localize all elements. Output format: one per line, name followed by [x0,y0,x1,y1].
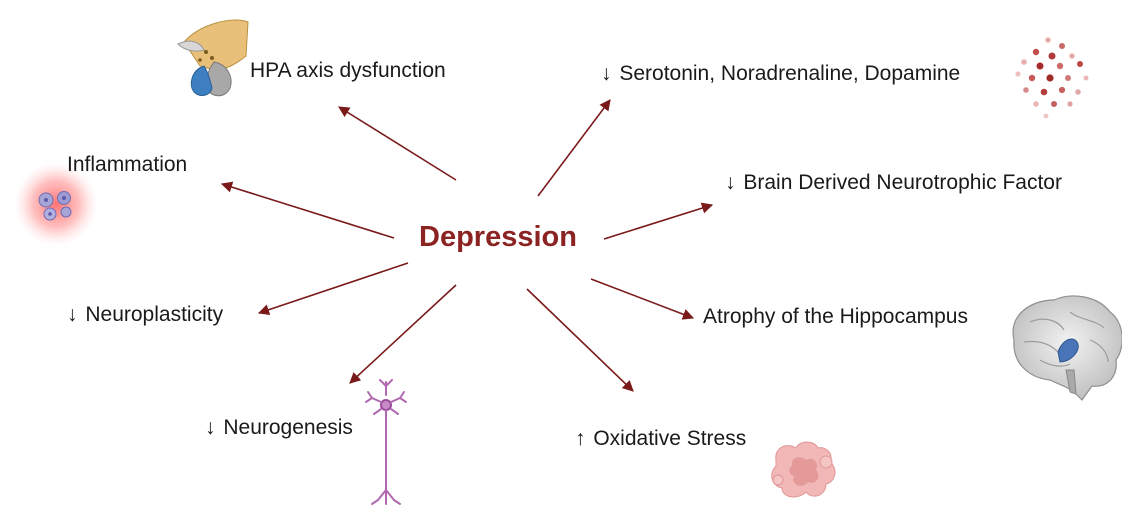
arrow-to-bdnf [604,205,712,239]
down-arrow-icon: ↓ [67,303,78,327]
node-oxidative-stress: ↑ Oxidative Stress [575,427,746,451]
neurotransmitter-dots-icon [1015,37,1088,118]
node-brain-derived-neurotrophic-factor: ↓ Brain Derived Neurotrophic Factor [725,171,1062,195]
arrow-to-inflammation [222,184,394,238]
neuron-icon [366,380,406,504]
down-arrow-icon: ↓ [601,62,612,86]
down-arrow-icon: ↓ [205,416,216,440]
node-label: Neurogenesis [223,416,353,439]
adrenal-gland-icon [178,20,248,96]
arrow-to-oxidative [527,289,633,391]
node-label: Oxidative Stress [593,427,746,450]
node-label: Serotonin, Noradrenaline, Dopamine [619,62,960,85]
node-neuroplasticity: ↓ Neuroplasticity [67,303,223,327]
damaged-cell-icon [772,442,835,497]
brain-hippocampus-icon [1013,296,1122,400]
up-arrow-icon: ↑ [575,427,586,451]
node-atrophy-of-the-hippocampus: Atrophy of the Hippocampus [703,305,968,329]
center-label-depression: Depression [419,221,577,254]
arrow-to-monoamines [538,100,610,196]
node-serotonin-noradrenaline-dopamine: ↓ Serotonin, Noradrenaline, Dopamine [601,62,960,86]
node-label: Neuroplasticity [85,303,223,326]
node-label: Brain Derived Neurotrophic Factor [743,171,1062,194]
arrow-to-hpa [339,107,456,180]
node-neurogenesis: ↓ Neurogenesis [205,416,353,440]
down-arrow-icon: ↓ [725,171,736,195]
node-label: Inflammation [67,153,187,176]
arrow-to-neurogenesis [350,285,456,383]
arrow-to-neuroplasticity [259,263,408,313]
node-hpa-axis-dysfunction: HPA axis dysfunction [250,59,446,83]
node-label: Atrophy of the Hippocampus [703,305,968,328]
arrow-to-hippocampus [591,279,693,318]
node-label: HPA axis dysfunction [250,59,446,82]
node-inflammation: Inflammation [67,153,187,177]
